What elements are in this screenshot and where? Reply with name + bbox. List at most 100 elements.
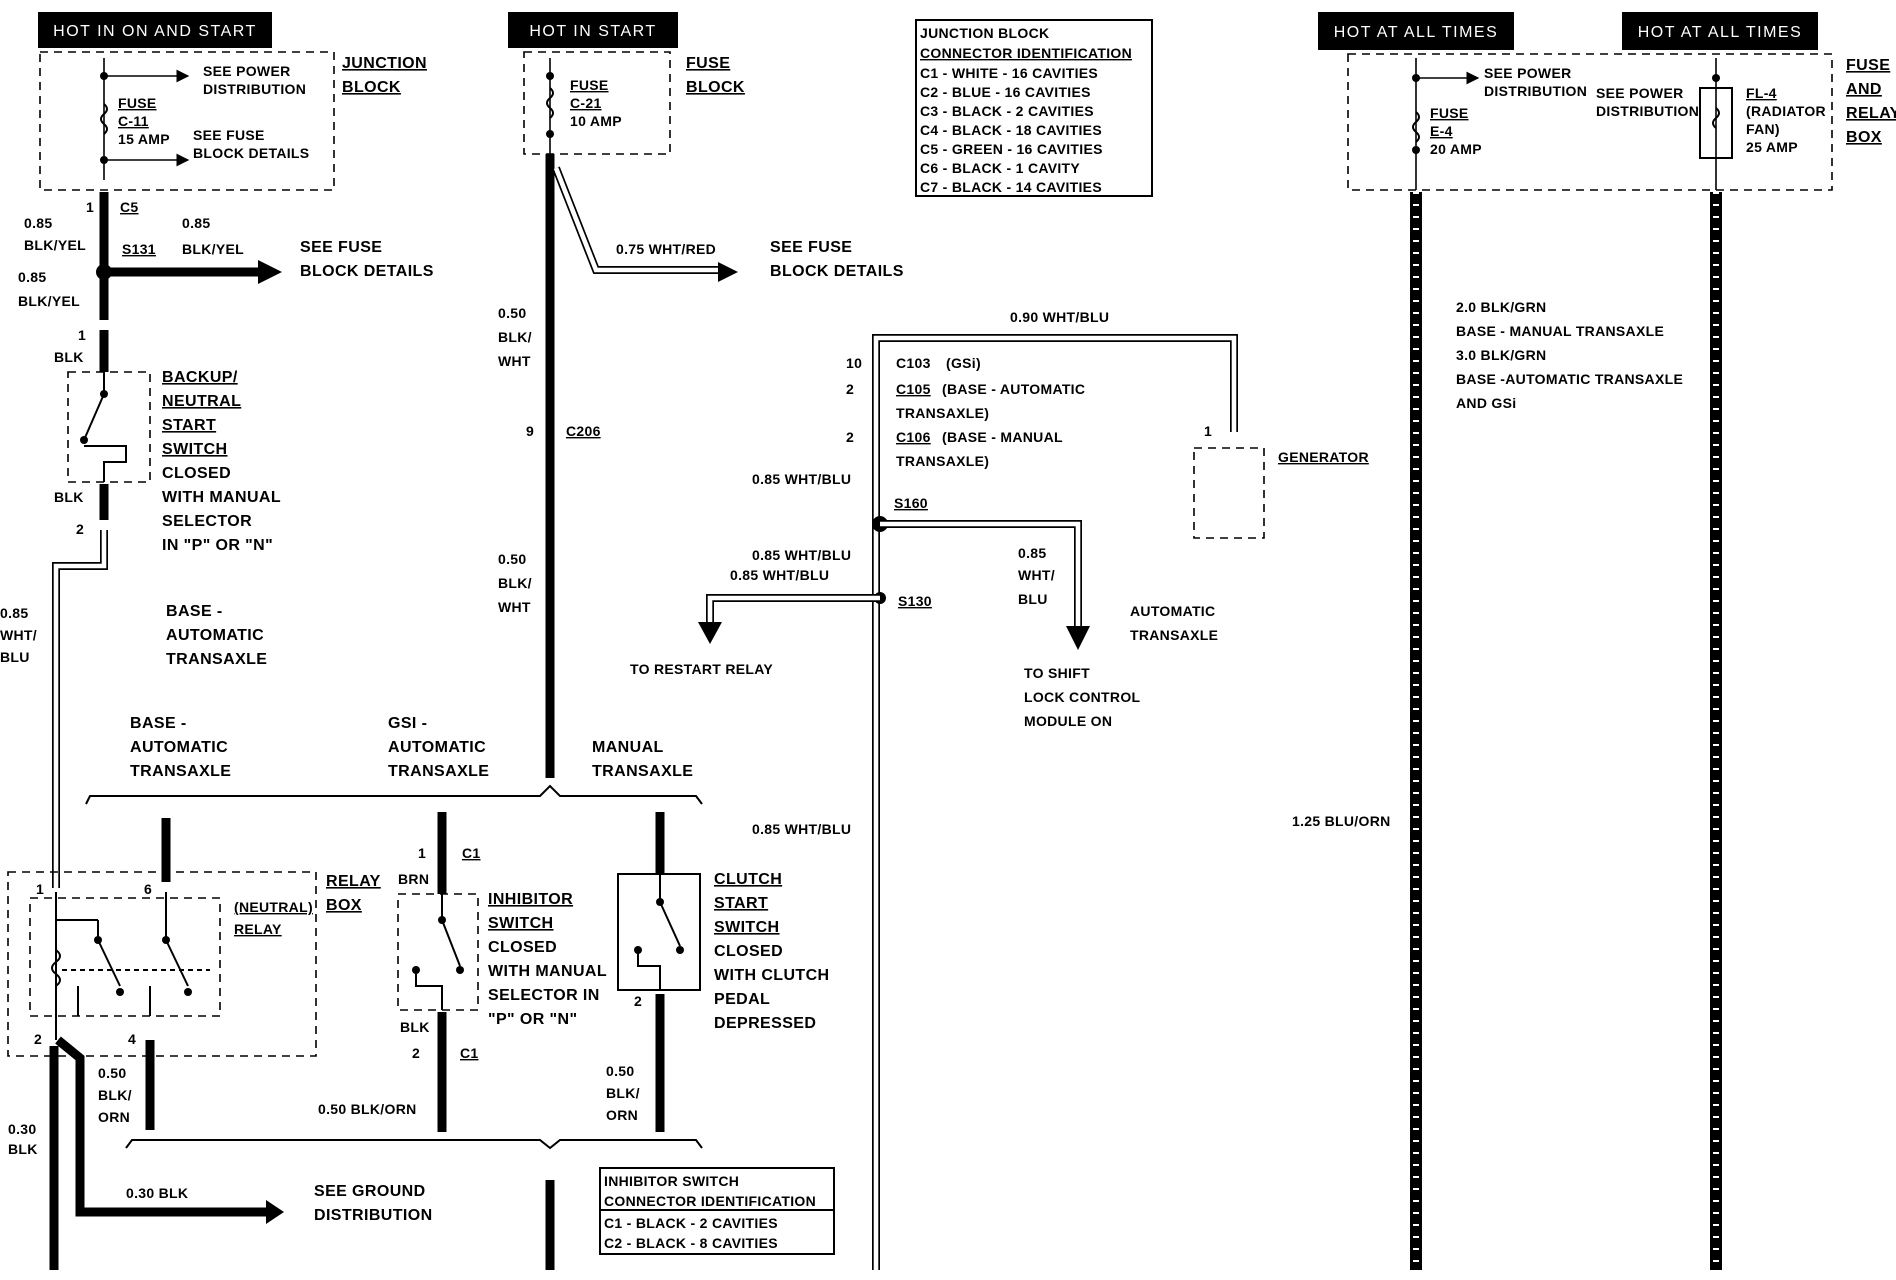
svg-text:TRANSAXLE: TRANSAXLE xyxy=(592,763,693,780)
svg-text:TRANSAXLE: TRANSAXLE xyxy=(166,651,267,668)
svg-text:MANUAL: MANUAL xyxy=(592,739,664,756)
svg-text:(BASE - MANUAL: (BASE - MANUAL xyxy=(942,429,1063,445)
svg-text:C7 - BLACK - 14 CAVITIES: C7 - BLACK - 14 CAVITIES xyxy=(920,179,1102,195)
svg-text:0.85: 0.85 xyxy=(18,269,46,285)
svg-text:C6 - BLACK - 1 CAVITY: C6 - BLACK - 1 CAVITY xyxy=(920,160,1080,176)
svg-text:25 AMP: 25 AMP xyxy=(1746,139,1798,155)
svg-text:C5: C5 xyxy=(120,199,139,215)
svg-text:0.50 BLK/ORN: 0.50 BLK/ORN xyxy=(318,1101,417,1117)
header-hot-all-times-2: HOT AT ALL TIMES xyxy=(1622,12,1818,50)
svg-text:BLK/YEL: BLK/YEL xyxy=(18,293,80,309)
svg-text:BLK/: BLK/ xyxy=(98,1087,132,1103)
svg-text:0.85 WHT/BLU: 0.85 WHT/BLU xyxy=(730,567,829,583)
svg-text:HOT IN START: HOT IN START xyxy=(529,23,656,40)
svg-text:MODULE ON: MODULE ON xyxy=(1024,713,1112,729)
svg-text:C3 - BLACK - 2 CAVITIES: C3 - BLACK - 2 CAVITIES xyxy=(920,103,1094,119)
inhibitor-switch: 1 C1 BRN INHIBITOR SWITCH CLOSED WITH MA… xyxy=(318,812,607,1132)
svg-text:3.0 BLK/GRN: 3.0 BLK/GRN xyxy=(1456,347,1546,363)
svg-text:BOX: BOX xyxy=(1846,129,1882,146)
svg-text:(RADIATOR: (RADIATOR xyxy=(1746,103,1826,119)
neutral-relay-box: 1 6 RELAY BOX (NEUTRAL) RELAY 2 4 0.50 B… xyxy=(7,818,703,1270)
svg-text:0.50: 0.50 xyxy=(498,551,526,567)
svg-text:S160: S160 xyxy=(894,495,928,511)
svg-text:0.85: 0.85 xyxy=(182,215,210,231)
svg-text:15 AMP: 15 AMP xyxy=(118,131,170,147)
svg-text:0.85: 0.85 xyxy=(0,605,28,621)
svg-text:0.90 WHT/BLU: 0.90 WHT/BLU xyxy=(1010,309,1109,325)
svg-text:S130: S130 xyxy=(898,593,932,609)
svg-text:C4 - BLACK - 18 CAVITIES: C4 - BLACK - 18 CAVITIES xyxy=(920,122,1102,138)
svg-text:CLOSED: CLOSED xyxy=(488,939,557,956)
svg-text:2: 2 xyxy=(634,993,642,1009)
svg-text:C1: C1 xyxy=(460,1045,479,1061)
fuse-block: FUSE BLOCK FUSE C-21 10 AMP xyxy=(523,51,745,155)
svg-text:BLOCK DETAILS: BLOCK DETAILS xyxy=(300,263,434,280)
clutch-start-switch: CLUTCH START SWITCH CLOSED WITH CLUTCH P… xyxy=(606,812,830,1132)
svg-text:RELAY: RELAY xyxy=(234,921,282,937)
svg-text:DISTRIBUTION: DISTRIBUTION xyxy=(1596,103,1699,119)
svg-text:10: 10 xyxy=(846,355,862,371)
wht-blu-circuit: 0.90 WHT/BLU 10 C103 (GSi) 2 C105 (BASE … xyxy=(630,309,1369,1270)
svg-text:BLK: BLK xyxy=(54,489,84,505)
svg-text:PEDAL: PEDAL xyxy=(714,991,770,1008)
svg-text:(BASE - AUTOMATIC: (BASE - AUTOMATIC xyxy=(942,381,1085,397)
svg-text:AND GSi: AND GSi xyxy=(1456,395,1516,411)
svg-text:TRANSAXLE): TRANSAXLE) xyxy=(896,453,989,469)
svg-text:WITH CLUTCH: WITH CLUTCH xyxy=(714,967,830,984)
svg-text:BLK/: BLK/ xyxy=(498,575,532,591)
svg-text:DISTRIBUTION: DISTRIBUTION xyxy=(203,81,306,97)
svg-text:SEE POWER: SEE POWER xyxy=(1596,85,1684,101)
svg-text:WHT: WHT xyxy=(498,599,531,615)
svg-text:INHIBITOR SWITCH: INHIBITOR SWITCH xyxy=(604,1173,739,1189)
svg-text:C2 - BLUE - 16 CAVITIES: C2 - BLUE - 16 CAVITIES xyxy=(920,84,1091,100)
svg-text:1: 1 xyxy=(418,845,426,861)
svg-text:6: 6 xyxy=(144,881,152,897)
svg-text:TO RESTART RELAY: TO RESTART RELAY xyxy=(630,661,773,677)
svg-text:BLU: BLU xyxy=(1018,591,1048,607)
svg-text:GENERATOR: GENERATOR xyxy=(1278,449,1369,465)
svg-text:0.85 WHT/BLU: 0.85 WHT/BLU xyxy=(752,547,851,563)
svg-text:START: START xyxy=(714,895,768,912)
svg-text:TRANSAXLE: TRANSAXLE xyxy=(130,763,231,780)
svg-text:SEE FUSE: SEE FUSE xyxy=(300,239,382,256)
svg-text:BLK/YEL: BLK/YEL xyxy=(24,237,86,253)
svg-text:20 AMP: 20 AMP xyxy=(1430,141,1482,157)
svg-text:BLK: BLK xyxy=(400,1019,430,1035)
header-hot-all-times-1: HOT AT ALL TIMES xyxy=(1318,12,1514,50)
svg-text:RELAY: RELAY xyxy=(326,873,381,890)
svg-text:WHT/: WHT/ xyxy=(0,627,37,643)
header-hot-on-start: HOT IN ON AND START xyxy=(38,12,272,48)
svg-text:HOT IN ON AND START: HOT IN ON AND START xyxy=(53,23,257,40)
svg-text:FL-4: FL-4 xyxy=(1746,85,1777,101)
svg-text:BLK: BLK xyxy=(8,1141,38,1157)
svg-text:C2 - BLACK - 8 CAVITIES: C2 - BLACK - 8 CAVITIES xyxy=(604,1235,778,1251)
svg-text:WHT: WHT xyxy=(498,353,531,369)
svg-text:BLK: BLK xyxy=(54,349,84,365)
svg-text:0.75 WHT/RED: 0.75 WHT/RED xyxy=(616,241,716,257)
svg-text:0.85 WHT/BLU: 0.85 WHT/BLU xyxy=(752,471,851,487)
svg-text:C105: C105 xyxy=(896,381,931,397)
svg-text:1: 1 xyxy=(1204,423,1212,439)
svg-text:TO SHIFT: TO SHIFT xyxy=(1024,665,1090,681)
svg-text:0.30 BLK: 0.30 BLK xyxy=(126,1185,188,1201)
svg-text:INHIBITOR: INHIBITOR xyxy=(488,891,573,908)
svg-text:AUTOMATIC: AUTOMATIC xyxy=(130,739,228,756)
svg-text:SEE FUSE: SEE FUSE xyxy=(770,239,852,256)
fuse-relay-box: FUSE AND RELAY BOX SEE POWER DISTRIBUTIO… xyxy=(1347,53,1896,191)
svg-text:BASE -: BASE - xyxy=(130,715,187,732)
svg-text:AUTOMATIC: AUTOMATIC xyxy=(166,627,264,644)
svg-text:SWITCH: SWITCH xyxy=(488,915,554,932)
svg-text:SELECTOR: SELECTOR xyxy=(162,513,252,530)
junction-connector-id: JUNCTION BLOCK CONNECTOR IDENTIFICATION … xyxy=(915,19,1153,197)
svg-text:0.85: 0.85 xyxy=(24,215,52,231)
svg-text:BLOCK: BLOCK xyxy=(686,79,745,96)
svg-text:2: 2 xyxy=(846,429,854,445)
svg-text:C1 - BLACK - 2 CAVITIES: C1 - BLACK - 2 CAVITIES xyxy=(604,1215,778,1231)
backup-neutral-start-switch: BACKUP/ NEUTRAL START SWITCH CLOSED WITH… xyxy=(67,369,281,554)
svg-text:START: START xyxy=(162,417,216,434)
svg-text:WITH MANUAL: WITH MANUAL xyxy=(162,489,281,506)
svg-text:FUSE: FUSE xyxy=(1846,57,1890,74)
svg-text:BACKUP/: BACKUP/ xyxy=(162,369,238,386)
svg-text:BLK/: BLK/ xyxy=(606,1085,640,1101)
